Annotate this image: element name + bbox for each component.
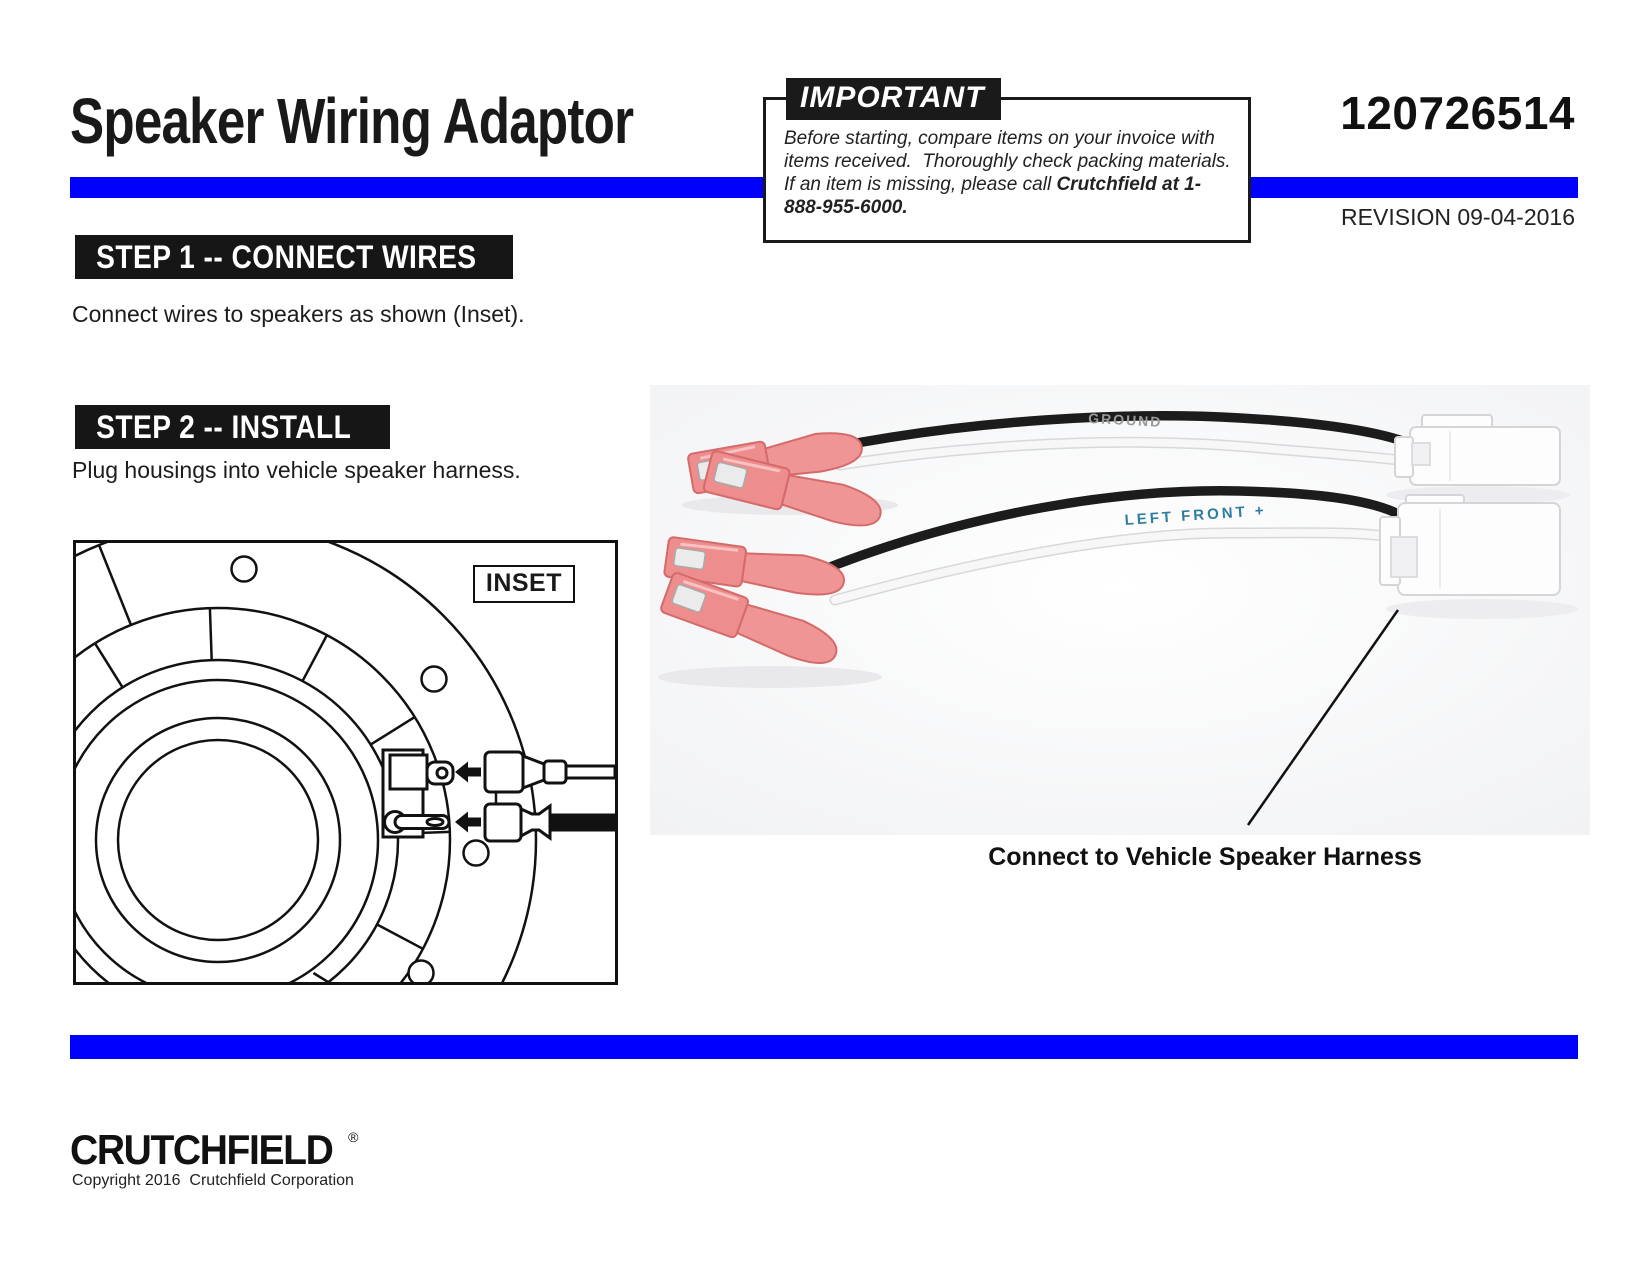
revision-text: REVISION 09-04-2016	[1341, 204, 1575, 230]
left-arrow-icon	[455, 761, 481, 783]
registered-mark: ®	[348, 1129, 359, 1145]
crutchfield-logo-text: CRUTCHFIELD	[70, 1126, 334, 1173]
important-body-text: Before starting, compare items on your i…	[784, 128, 1236, 195]
callout-line	[1246, 609, 1400, 826]
step-2-header: STEP 2 -- INSTALL	[75, 405, 390, 449]
inset-label: INSET	[472, 565, 575, 603]
speaker-terminal-block	[381, 748, 455, 839]
adapter-cable-top: GROUND	[687, 410, 1561, 527]
important-body: Before starting, compare items on your i…	[766, 100, 1248, 219]
page-title: Speaker Wiring Adaptor	[70, 85, 634, 157]
step-1-header: STEP 1 -- CONNECT WIRES	[75, 235, 513, 279]
adapter-cable-bottom: LEFT FRONT +	[660, 486, 1561, 664]
step-2-instruction: Plug housings into vehicle speaker harne…	[72, 457, 521, 483]
step-2-heading-text: STEP 2 -- INSTALL	[96, 409, 352, 445]
copyright-text: Copyright 2016 Crutchfield Corporation	[72, 1172, 354, 1189]
step-1-heading-text: STEP 1 -- CONNECT WIRES	[96, 239, 477, 275]
important-heading: IMPORTANT	[786, 78, 1001, 120]
quick-disconnect-drawing	[483, 750, 617, 843]
red-terminal	[702, 450, 882, 527]
harness-connector	[1379, 494, 1561, 596]
important-box: IMPORTANT Before starting, compare items…	[763, 78, 1251, 243]
adapter-photo: GROUND	[650, 385, 1590, 835]
harness-connector	[1394, 414, 1561, 486]
callout-label: Connect to Vehicle Speaker Harness	[988, 843, 1422, 871]
step-1-instruction: Connect wires to speakers as shown (Inse…	[72, 301, 525, 327]
speaker-line-drawing	[0, 520, 617, 1160]
part-number: 120726514	[1340, 87, 1575, 139]
important-phone: Crutchfield at 1-888-955-6000.	[784, 174, 1202, 218]
bottom-divider-bar	[70, 1035, 1578, 1059]
wire-print-ground: GROUND	[1088, 410, 1163, 430]
left-arrow-icon	[455, 811, 481, 833]
crutchfield-logo: CRUTCHFIELD ®	[70, 1126, 358, 1174]
inset-diagram: INSET	[0, 520, 618, 1160]
red-terminal	[660, 572, 838, 664]
red-terminal	[663, 536, 845, 596]
